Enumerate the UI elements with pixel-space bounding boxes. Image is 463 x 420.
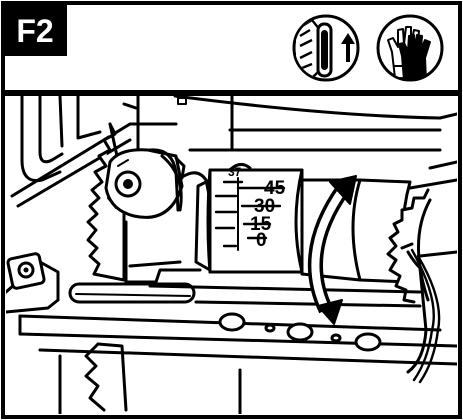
- lever-lift-icon: [292, 14, 360, 82]
- scale-label-15: 15: [250, 214, 272, 235]
- scale-ticks: [214, 177, 286, 251]
- scale-label-0: 0: [256, 230, 267, 251]
- header-divider: [3, 90, 460, 96]
- gloves-icon: [376, 14, 444, 82]
- scale-partial-label: 37: [228, 165, 242, 179]
- step-badge: F2: [3, 3, 67, 56]
- saw-illustration: 37 45 30 15 0: [6, 96, 457, 414]
- scale-numbers: 37 45 30 15 0: [228, 165, 286, 251]
- upper-handle: [10, 96, 178, 208]
- cord: [410, 248, 441, 384]
- scale-label-45: 45: [264, 178, 286, 199]
- base-holes: [218, 312, 382, 352]
- step-label: F2: [16, 13, 53, 49]
- rotation-arrow: [308, 175, 357, 325]
- blade-clamp-knob: [104, 148, 184, 219]
- gear-disc: [386, 188, 457, 374]
- scale-label-30: 30: [254, 196, 275, 217]
- pivot-arm: [124, 148, 212, 284]
- bevel-lock-knob: [6, 252, 46, 290]
